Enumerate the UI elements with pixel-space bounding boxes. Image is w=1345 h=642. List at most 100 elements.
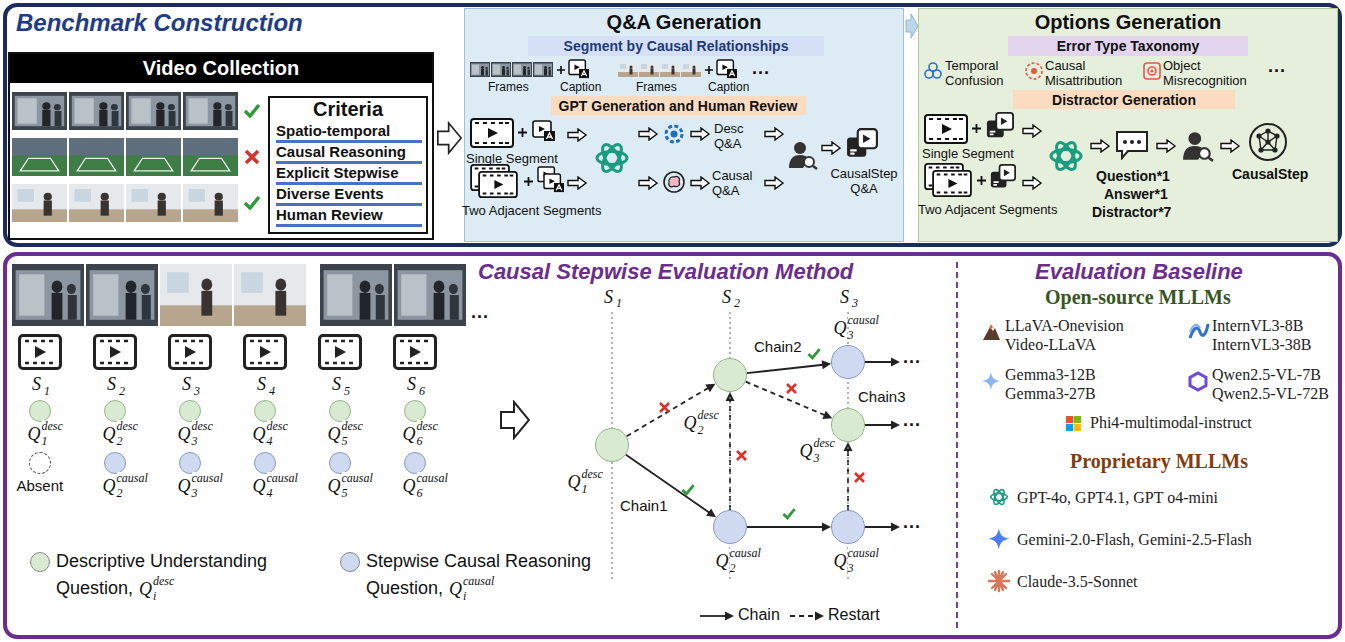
label-text: Video-LLaVA bbox=[1005, 336, 1096, 354]
node-text: 2 bbox=[117, 435, 123, 448]
text-slot: Diverse Events bbox=[276, 185, 422, 206]
film-holes bbox=[400, 341, 428, 363]
text-slot: 6 bbox=[419, 385, 425, 398]
node-text: causal bbox=[848, 547, 879, 560]
node-text: Q bbox=[103, 476, 116, 496]
text-slot: Q bbox=[449, 579, 462, 599]
video-icon: S3 bbox=[168, 334, 212, 370]
text-slot: desc bbox=[417, 420, 438, 433]
node-text: desc bbox=[42, 420, 63, 433]
text-slot: 3 bbox=[814, 452, 820, 465]
text-slot: Q bbox=[28, 424, 41, 444]
text-slot: Absent bbox=[17, 477, 64, 494]
text-slot: Q bbox=[253, 476, 266, 496]
text-slot: Chain bbox=[738, 606, 780, 624]
label-text: i bbox=[153, 590, 156, 603]
node-text: Causal Reasoning bbox=[276, 143, 422, 164]
label-text: Q bbox=[139, 579, 152, 599]
node-text: causal bbox=[192, 472, 223, 485]
text-slot: Chain2 bbox=[752, 338, 804, 355]
label-text: Frames bbox=[488, 80, 529, 94]
label-text: Proprietary MLLMs bbox=[1070, 450, 1248, 473]
text-slot: ... bbox=[903, 347, 921, 368]
node-text: Benchmark Construction bbox=[16, 9, 303, 37]
node-text: 3 bbox=[848, 562, 854, 575]
text-slot: causal bbox=[117, 472, 148, 485]
edge-label: Chain1 bbox=[618, 497, 670, 514]
text-slot: Q bbox=[800, 441, 813, 461]
label-text: Caption bbox=[560, 80, 601, 94]
node-text: causal bbox=[417, 472, 448, 485]
text-slot: 3 bbox=[852, 297, 858, 310]
text-slot: Proprietary MLLMs bbox=[1070, 450, 1248, 473]
text-slot: Video-LLaVA bbox=[1005, 336, 1096, 354]
text-slot: Frames bbox=[488, 80, 529, 94]
node-text: causal bbox=[117, 472, 148, 485]
band-text: Segment by Causal Relationships bbox=[564, 38, 789, 54]
desc-circle: Q3desc bbox=[179, 400, 201, 422]
node-text: Q bbox=[178, 424, 191, 444]
text-slot: 3 bbox=[848, 329, 854, 342]
node-text: 1 bbox=[582, 483, 588, 496]
node-text: 2 bbox=[119, 385, 125, 398]
text-slot: Distractor*7 bbox=[1092, 204, 1171, 220]
node-text: desc bbox=[117, 420, 138, 433]
video-icon: S5 bbox=[318, 334, 362, 370]
node-text: desc bbox=[417, 420, 438, 433]
play-triangle bbox=[260, 346, 271, 358]
legend-text: Restart bbox=[828, 606, 880, 624]
text-slot: Criteria bbox=[270, 98, 426, 121]
text-slot: Question*1 bbox=[1096, 168, 1170, 184]
text-slot: 1 bbox=[616, 297, 622, 310]
causal-circle: Q3causal bbox=[831, 510, 865, 544]
step-band: GPT Generation and Human Review bbox=[551, 96, 806, 115]
node-text: 2 bbox=[698, 424, 704, 437]
label-text: Phi4-multimodal-instruct bbox=[1090, 414, 1252, 432]
node-text: desc bbox=[192, 420, 213, 433]
label-text: Claude-3.5-Sonnet bbox=[1017, 573, 1137, 591]
node-text: Q bbox=[178, 476, 191, 496]
text-slot: desc bbox=[117, 420, 138, 433]
video-icon-art bbox=[96, 337, 134, 367]
text-slot: Q bbox=[328, 476, 341, 496]
text-slot: Q bbox=[403, 424, 416, 444]
node-text: 4 bbox=[267, 487, 273, 500]
text-slot: 3 bbox=[194, 385, 200, 398]
text-slot: 6 bbox=[417, 435, 423, 448]
text-slot: S bbox=[107, 374, 116, 394]
node-text: Human Review bbox=[276, 206, 422, 227]
text-slot: Q bbox=[328, 424, 341, 444]
node-text: S bbox=[257, 374, 266, 394]
text-slot: causal bbox=[342, 472, 373, 485]
text-slot: Open-source MLLMs bbox=[1045, 286, 1231, 309]
absent-circle: Absent bbox=[29, 452, 51, 474]
text-slot: i bbox=[153, 590, 156, 603]
label-text: Question*1 bbox=[1096, 168, 1170, 184]
node-text: Spatio-temporal bbox=[276, 122, 422, 143]
text-slot: Qwen2.5-VL-72B bbox=[1212, 385, 1329, 403]
text-slot: desc bbox=[342, 420, 363, 433]
node-text: 6 bbox=[419, 385, 425, 398]
play-triangle bbox=[35, 346, 46, 358]
label-text: ... bbox=[471, 302, 489, 323]
text-slot: S bbox=[332, 374, 341, 394]
desc-circle: Q2desc bbox=[104, 400, 126, 422]
text-slot: Q bbox=[139, 579, 152, 599]
band-text: GPT Generation and Human Review bbox=[559, 98, 798, 114]
label-text: Answer*1 bbox=[1104, 186, 1168, 202]
text-slot: causal bbox=[848, 314, 879, 327]
node-text: Diverse Events bbox=[276, 185, 422, 206]
node-text: Q bbox=[834, 318, 847, 338]
node-text: 3 bbox=[814, 452, 820, 465]
text-slot: 1 bbox=[42, 435, 48, 448]
text-slot: Q&A Generation bbox=[465, 11, 903, 34]
node-text: 1 bbox=[42, 435, 48, 448]
node-text: causal bbox=[730, 547, 761, 560]
causal-circle: Q6causal bbox=[404, 452, 426, 474]
play-triangle bbox=[185, 346, 196, 358]
label-text: Qwen2.5-VL-72B bbox=[1212, 385, 1329, 403]
text-slot: 1 bbox=[44, 385, 50, 398]
text-slot: 5 bbox=[342, 435, 348, 448]
text-slot: Two Adjacent Segments bbox=[462, 203, 601, 218]
node-text: Q bbox=[253, 424, 266, 444]
